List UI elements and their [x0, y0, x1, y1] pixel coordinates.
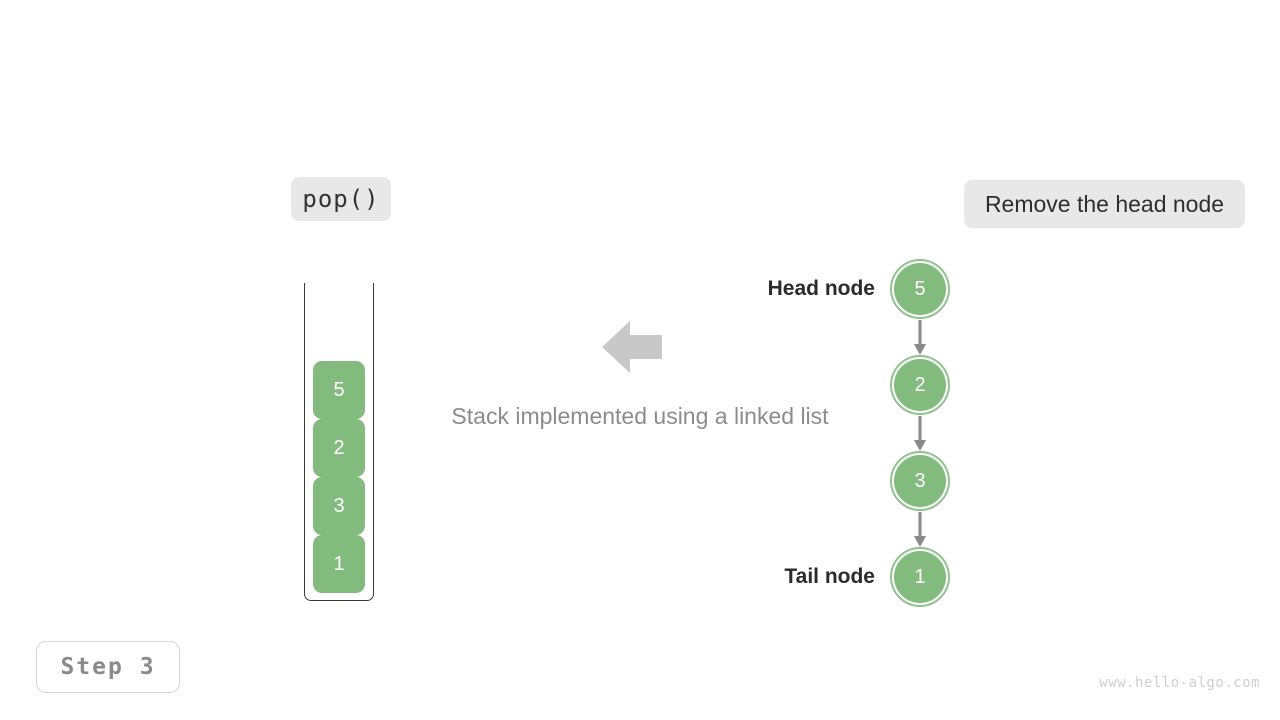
left-arrow-icon — [602, 318, 662, 376]
linked-list-node: 1 — [890, 547, 950, 607]
linked-list-node: 2 — [890, 355, 950, 415]
stack-block: 2 — [313, 419, 365, 477]
operation-label: pop() — [291, 177, 391, 221]
node-value: 2 — [894, 359, 946, 411]
node-value: 1 — [894, 551, 946, 603]
node-link-arrow-icon — [913, 416, 927, 452]
step-indicator: Step 3 — [36, 641, 180, 693]
head-node-label: Head node — [767, 277, 875, 300]
stack-block: 5 — [313, 361, 365, 419]
stack-block-list: 5 2 3 1 — [313, 361, 365, 593]
tail-node-label: Tail node — [784, 565, 875, 588]
node-link-arrow-icon — [913, 320, 927, 356]
stack-figure: 5 2 3 1 — [304, 283, 374, 601]
linked-list-node: 5 — [890, 259, 950, 319]
stack-container-outline — [304, 283, 374, 601]
stack-block: 3 — [313, 477, 365, 535]
node-value: 3 — [894, 455, 946, 507]
node-link-arrow-icon — [913, 512, 927, 548]
site-watermark: www.hello-algo.com — [1099, 675, 1260, 691]
linked-list-node: 3 — [890, 451, 950, 511]
action-description-label: Remove the head node — [964, 180, 1245, 228]
figure-caption: Stack implemented using a linked list — [451, 403, 829, 429]
stack-block: 1 — [313, 535, 365, 593]
node-value: 5 — [894, 263, 946, 315]
